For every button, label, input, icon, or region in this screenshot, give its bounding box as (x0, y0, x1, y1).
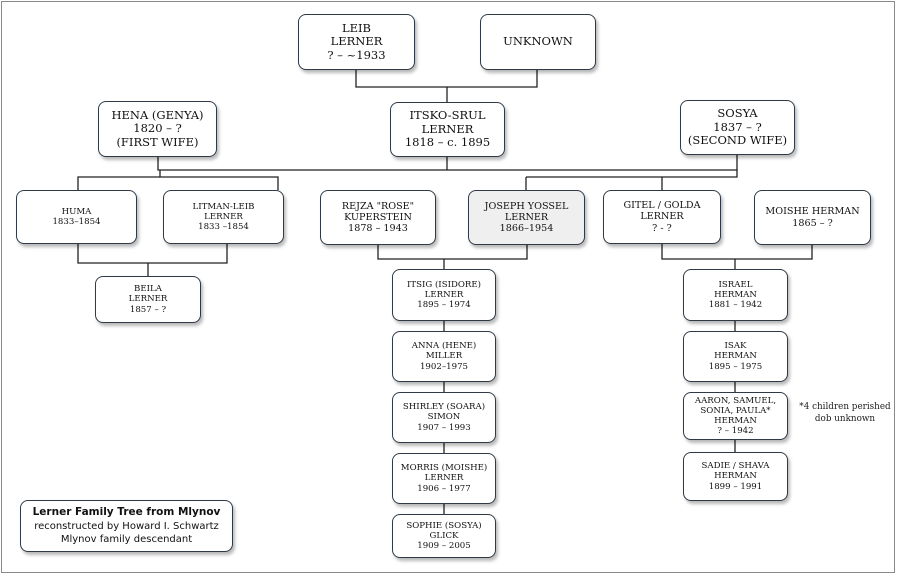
person-box-israel-herman: ISRAEL HERMAN 1881 – 1942 (683, 269, 788, 321)
person-box-huma: HUMA 1833–1854 (16, 190, 137, 244)
footnote-perished-children: *4 children perished dob unknown (799, 402, 891, 424)
connector-gitel-moishe (661, 244, 813, 260)
caption-line-2: Mlynov family descendant (60, 533, 193, 545)
person-box-hena-genya: HENA (GENYA) 1820 – ? (FIRST WIFE) (98, 101, 217, 157)
person-box-isak-herman: ISAK HERMAN 1895 – 1975 (683, 331, 788, 382)
person-box-itsko-srul-lerner: ITSKO-SRUL LERNER 1818 – c. 1895 (390, 102, 505, 157)
caption-line-1: reconstructed by Howard I. Schwartz (34, 520, 219, 532)
person-box-moishe-herman: MOISHE HERMAN 1865 – ? (754, 190, 871, 245)
person-box-sosya: SOSYA 1837 – ? (SECOND WIFE) (680, 100, 795, 155)
connector-rejza-joseph (377, 245, 528, 260)
connector-huma-litman (77, 244, 228, 264)
person-box-leib-lerner: LEIB LERNER ? – ~1933 (298, 14, 415, 70)
person-box-shirley-soara-simon: SHIRLEY (SOARA) SIMON 1907 – 1993 (392, 392, 496, 443)
person-box-sophie-sosya-glick: SOPHIE (SOSYA) GLICK 1909 – 2005 (392, 514, 496, 558)
person-box-sadie-shava-herman: SADIE / SHAVA HERMAN 1899 – 1991 (683, 452, 788, 501)
connector-sosya-children (661, 170, 738, 190)
person-box-anna-hene-miller: ANNA (HENE) MILLER 1902–1975 (392, 331, 496, 382)
person-box-litman-leib-lerner: LITMAN-LEIB LERNER 1833 –1854 (163, 190, 284, 244)
connector-hena-huma (77, 176, 160, 190)
person-box-joseph-yossel-lerner: JOSEPH YOSSEL LERNER 1866–1954 (468, 190, 585, 245)
person-box-aaron-samuel-sonia-paula-herman: AARON, SAMUEL, SONIA, PAULA* HERMAN ? – … (683, 392, 788, 440)
person-box-unknown: UNKNOWN (480, 14, 596, 70)
caption-box: Lerner Family Tree from Mlynov reconstru… (20, 500, 233, 552)
person-box-morris-moishe-lerner: MORRIS (MOISHE) LERNER 1906 – 1977 (392, 453, 496, 504)
person-box-rejza-kuperstein: REJZA "ROSE" KUPERSTEIN 1878 – 1943 (320, 190, 436, 245)
connector-leib-unknown (355, 70, 538, 88)
connector-hena-children (159, 170, 279, 190)
person-box-itsig-isidore-lerner: ITSIG (ISIDORE) LERNER 1895 – 1974 (392, 269, 496, 321)
person-box-gitel-golda-lerner: GITEL / GOLDA LERNER ? - ? (603, 190, 721, 244)
caption-title: Lerner Family Tree from Mlynov (32, 506, 221, 519)
person-box-beila-lerner: BEILA LERNER 1857 – ? (95, 276, 201, 323)
